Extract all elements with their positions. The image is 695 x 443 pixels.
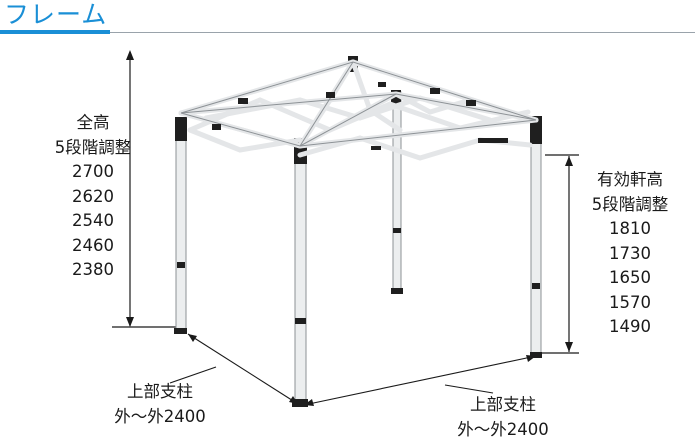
eave-height-dimension <box>538 154 579 354</box>
total-height-value: 2700 <box>72 162 114 181</box>
base-width-label-right: 上部支柱 外～外2400 <box>448 392 558 442</box>
total-height-value: 2380 <box>72 260 114 279</box>
eave-height-label: 有効軒高 5段階調整 1810 1730 1650 1570 1490 <box>578 168 682 340</box>
total-height-value: 2460 <box>72 235 114 255</box>
base-width-label-left: 上部支柱 外～外2400 <box>105 379 215 429</box>
title-underline-rule <box>110 32 695 33</box>
eave-height-value: 1490 <box>609 317 651 336</box>
eave-height-value: 1650 <box>609 268 651 287</box>
eave-height-value: 1570 <box>609 292 651 312</box>
eave-height-subtitle: 5段階調整 <box>591 194 669 214</box>
eave-height-value: 1730 <box>609 243 651 263</box>
total-height-dimension <box>112 50 182 328</box>
base-width-value: 外～外2400 <box>457 420 549 439</box>
total-height-value: 2540 <box>72 211 114 230</box>
page-title: フレーム <box>4 0 108 29</box>
total-height-subtitle: 5段階調整 <box>54 137 132 157</box>
eave-height-value: 1810 <box>609 219 651 238</box>
eave-height-title: 有効軒高 <box>597 170 663 189</box>
base-width-title: 上部支柱 <box>470 395 536 414</box>
roof-joints <box>212 82 508 150</box>
total-height-label: 全高 5段階調整 2700 2620 2540 2460 2380 <box>52 111 134 283</box>
title-underline-accent <box>0 30 110 34</box>
total-height-title: 全高 <box>76 113 110 132</box>
total-height-value: 2620 <box>72 186 114 206</box>
base-width-value: 外～外2400 <box>114 407 206 426</box>
base-width-title: 上部支柱 <box>127 382 193 401</box>
